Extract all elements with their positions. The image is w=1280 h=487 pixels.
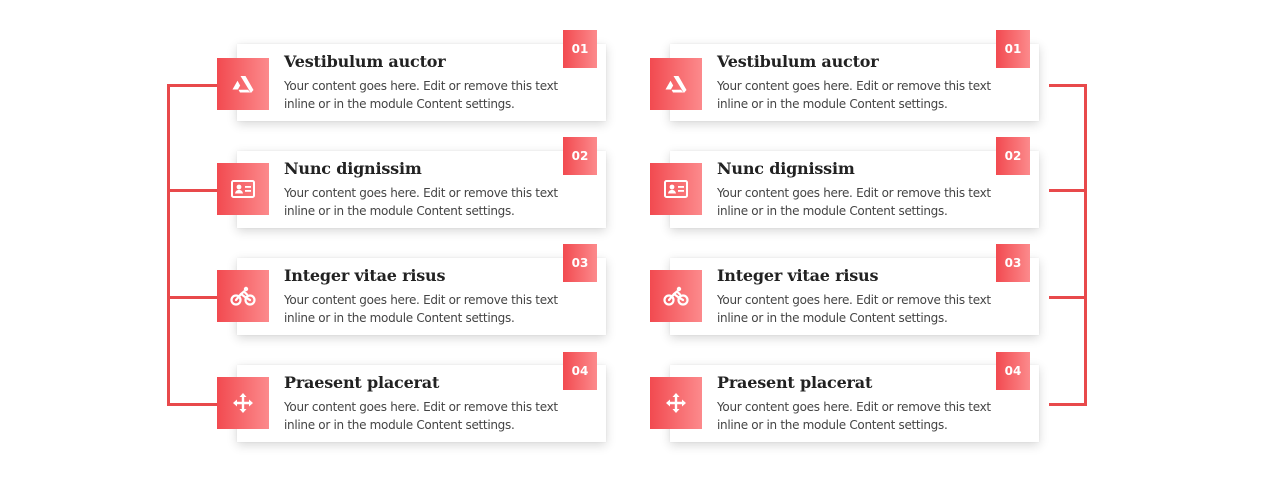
move-arrows-icon xyxy=(650,377,702,429)
feature-card: Nunc dignissim Your content goes here. E… xyxy=(670,151,1039,228)
card-title: Praesent placerat xyxy=(717,373,873,392)
feature-card: Integer vitae risus Your content goes he… xyxy=(237,258,606,335)
bracket-tick-4 xyxy=(1049,403,1087,406)
card-description: Your content goes here. Edit or remove t… xyxy=(284,79,558,111)
step-number-badge: 04 xyxy=(563,352,597,390)
card-description: Your content goes here. Edit or remove t… xyxy=(284,400,558,432)
card-title: Vestibulum auctor xyxy=(284,52,446,71)
step-number-badge: 04 xyxy=(996,352,1030,390)
artstation-icon xyxy=(650,58,702,110)
step-number-badge: 01 xyxy=(563,30,597,68)
card-title: Integer vitae risus xyxy=(284,266,446,285)
bracket-tick-4 xyxy=(167,403,217,406)
bracket-tick-1 xyxy=(167,84,217,87)
step-number-badge: 02 xyxy=(996,137,1030,175)
feature-card: Praesent placerat Your content goes here… xyxy=(237,365,606,442)
artstation-icon xyxy=(217,58,269,110)
bracket-vertical-line xyxy=(1084,84,1087,406)
card-title: Nunc dignissim xyxy=(284,159,422,178)
card-title: Nunc dignissim xyxy=(717,159,855,178)
step-number-badge: 01 xyxy=(996,30,1030,68)
feature-card: Vestibulum auctor Your content goes here… xyxy=(670,44,1039,121)
move-arrows-icon xyxy=(217,377,269,429)
card-description: Your content goes here. Edit or remove t… xyxy=(284,186,558,218)
bracket-tick-3 xyxy=(1049,296,1087,299)
id-card-icon xyxy=(217,163,269,215)
card-title: Integer vitae risus xyxy=(717,266,879,285)
bicycle-rider-icon xyxy=(217,270,269,322)
step-number-badge: 02 xyxy=(563,137,597,175)
card-description: Your content goes here. Edit or remove t… xyxy=(717,79,991,111)
step-number-badge: 03 xyxy=(563,244,597,282)
bracket-tick-3 xyxy=(167,296,217,299)
bracket-tick-2 xyxy=(167,189,217,192)
id-card-icon xyxy=(650,163,702,215)
bicycle-rider-icon xyxy=(650,270,702,322)
bracket-vertical-line xyxy=(167,84,170,406)
card-description: Your content goes here. Edit or remove t… xyxy=(717,186,991,218)
card-description: Your content goes here. Edit or remove t… xyxy=(284,293,558,325)
bracket-tick-1 xyxy=(1049,84,1087,87)
feature-card: Integer vitae risus Your content goes he… xyxy=(670,258,1039,335)
feature-card: Nunc dignissim Your content goes here. E… xyxy=(237,151,606,228)
card-description: Your content goes here. Edit or remove t… xyxy=(717,400,991,432)
step-number-badge: 03 xyxy=(996,244,1030,282)
card-title: Praesent placerat xyxy=(284,373,440,392)
bracket-tick-2 xyxy=(1049,189,1087,192)
card-description: Your content goes here. Edit or remove t… xyxy=(717,293,991,325)
card-title: Vestibulum auctor xyxy=(717,52,879,71)
feature-card: Vestibulum auctor Your content goes here… xyxy=(237,44,606,121)
feature-card: Praesent placerat Your content goes here… xyxy=(670,365,1039,442)
